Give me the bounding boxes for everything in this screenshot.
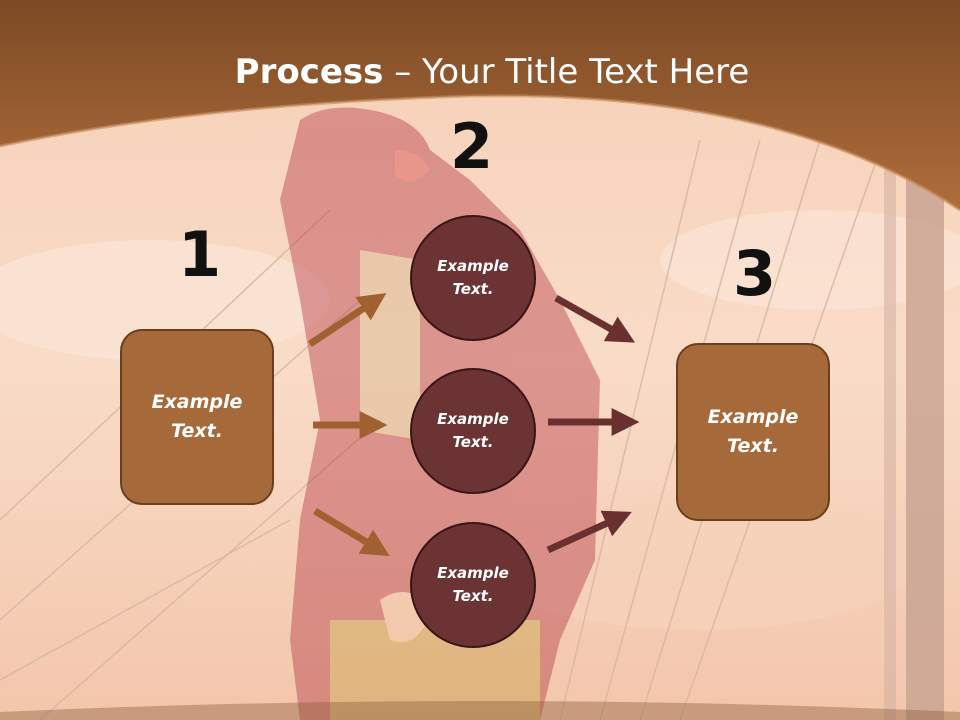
circle-bottom-line2: Text.: [452, 587, 494, 605]
step-number-2: 2: [450, 110, 494, 183]
arrow-right-top: [554, 294, 636, 343]
circle-bottom-line1: Example: [437, 564, 509, 582]
circle-middle-line1: Example: [437, 410, 509, 428]
title-dash: –: [383, 52, 423, 92]
circle-middle-line2: Text.: [452, 433, 494, 451]
circle-top: Example Text.: [410, 215, 536, 341]
right-box-line2: Text.: [727, 435, 779, 457]
right-step-box: Example Text.: [676, 343, 830, 521]
circle-bottom: Example Text.: [410, 522, 536, 648]
left-box-line2: Text.: [171, 420, 223, 442]
arrow-right-bottom: [546, 510, 632, 554]
title-rest: Your Title Text Here: [422, 52, 750, 92]
page-title: Process – Your Title Text Here: [0, 52, 960, 92]
circle-middle: Example Text.: [410, 368, 536, 494]
circle-top-line1: Example: [437, 257, 509, 275]
step-number-1: 1: [178, 218, 222, 291]
title-bold: Process: [234, 52, 384, 92]
arrow-left-bottom: [313, 508, 390, 557]
arrow-left-top: [308, 293, 387, 347]
left-step-box: Example Text.: [120, 329, 274, 505]
step-number-3: 3: [733, 237, 777, 310]
circle-top-line2: Text.: [452, 280, 494, 298]
right-box-line1: Example: [707, 406, 799, 428]
left-box-line1: Example: [151, 391, 243, 413]
